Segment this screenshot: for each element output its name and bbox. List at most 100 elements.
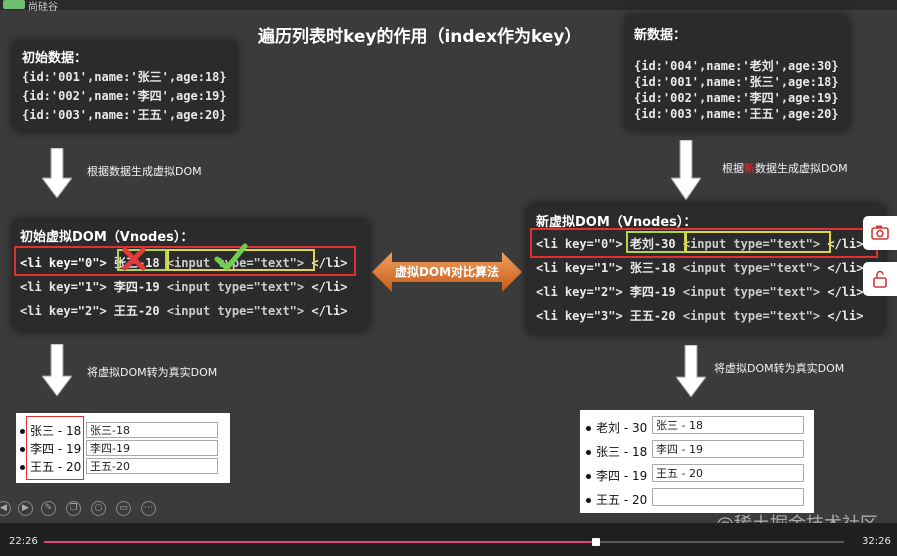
vnode-open-tag: <li key="3"> [536, 309, 630, 323]
vnode-row: <li key="2"> 王五-20 <input type="text"> <… [20, 302, 347, 319]
vnode-row: <li key="1"> 张三-18 <input type="text"> <… [536, 259, 863, 276]
list-item-label: 李四 - 19 [30, 442, 82, 456]
list-item-label: 张三 - 18 [596, 445, 648, 459]
list-item-input[interactable] [86, 440, 218, 456]
progress-played [44, 541, 596, 543]
vnode-text: 李四-19 [629, 285, 676, 299]
list-item-input[interactable] [86, 458, 218, 474]
caption-generate-initial: 根据数据生成虚拟DOM [87, 165, 202, 178]
bullet [586, 450, 591, 455]
more-button[interactable]: ⋯ [141, 501, 156, 516]
vnode-close-tag: </li> [820, 309, 864, 323]
vnode-input: <input type="text"> [166, 280, 305, 294]
next-slide-button[interactable]: ▶ [18, 501, 33, 516]
check-icon [214, 243, 248, 271]
vnode-input: <input type="text"> [682, 309, 821, 323]
initial-vdom-title: 初始虚拟DOM（Vnodes）： [20, 230, 194, 245]
list-item: 李四 - 19 [20, 440, 81, 457]
vnode-input: <input type="text"> [682, 237, 821, 251]
progress-knob[interactable] [592, 538, 600, 546]
list-item-input[interactable] [86, 422, 218, 438]
new-vdom-title: 新虚拟DOM（Vnodes）： [536, 215, 697, 230]
prev-slide-button[interactable]: ◀ [0, 501, 11, 516]
unlock-button[interactable] [863, 262, 897, 296]
list-item: 老刘 - 30 [586, 419, 647, 436]
vnode-input: <input type="text"> [682, 285, 821, 299]
list-item-input[interactable] [652, 488, 804, 506]
new-data-row: {id:'001',name:'张三',age:18} [634, 75, 839, 89]
list-item: 王五 - 20 [586, 491, 647, 508]
screen-icon: ▭ [119, 503, 128, 513]
vnode-row: <li key="0"> 老刘-30 <input type="text"> <… [536, 235, 863, 252]
video-player-bar: 22:26 32:26 [0, 523, 897, 556]
highlight-labels-box [26, 416, 84, 480]
list-item-input[interactable] [652, 464, 804, 482]
initial-data-row: {id:'003',name:'王五',age:20} [22, 108, 227, 122]
progress-track[interactable] [44, 538, 844, 546]
prev-icon: ◀ [0, 503, 7, 513]
vnode-open-tag: <li key="1"> [536, 261, 630, 275]
vnode-row: <li key="2"> 李四-19 <input type="text"> <… [536, 283, 863, 300]
initial-data-panel: 初始数据： {id:'001',name:'张三',age:18} {id:'0… [14, 42, 236, 130]
new-data-row: {id:'003',name:'王五',age:20} [634, 107, 839, 121]
new-data-row: {id:'004',name:'老刘',age:30} [634, 59, 839, 73]
list-item-input[interactable] [652, 416, 804, 434]
slide: 尚硅谷 遍历列表时key的作用（index作为key） 初始数据： {id:'0… [0, 0, 897, 535]
vnode-row: <li key="0"> 张三-18 <input type="text"> <… [20, 254, 347, 271]
list-item-label: 老刘 - 30 [596, 421, 648, 435]
slide-controls: ◀ ▶ ✎ ❐ ○ ▭ ⋯ [0, 496, 200, 522]
double-arrow-icon [372, 252, 522, 292]
new-data-panel: 新数据： {id:'004',name:'老刘',age:30} {id:'00… [626, 17, 848, 129]
highlight-input-box [685, 231, 831, 253]
more-icon: ⋯ [144, 503, 153, 513]
vnode-close-tag: </li> [820, 261, 864, 275]
cross-icon [122, 247, 146, 271]
vnode-input: <input type="text"> [166, 256, 305, 270]
list-item: 李四 - 19 [586, 467, 647, 484]
vnode-open-tag: <li key="1"> [20, 280, 114, 294]
highlight-text-box [626, 231, 686, 253]
real-dom-initial: 张三 - 18 李四 - 19 王五 - 20 [16, 413, 230, 483]
real-dom-new: 老刘 - 30 张三 - 18 李四 - 19 王五 - 20 [580, 410, 814, 513]
list-item-label: 王五 - 20 [596, 493, 648, 507]
brand-name: 尚硅谷 [28, 2, 58, 13]
list-item-label: 李四 - 19 [596, 469, 648, 483]
caption-to-real-new: 将虚拟DOM转为真实DOM [714, 362, 845, 375]
vnode-text: 李四-19 [113, 280, 160, 294]
list-item: 张三 - 18 [20, 422, 81, 439]
vnode-text: 王五-20 [629, 309, 676, 323]
bullet [20, 447, 25, 452]
new-data-row: {id:'002',name:'李四',age:19} [634, 91, 839, 105]
list-item-input[interactable] [652, 440, 804, 458]
new-vdom-panel: 新虚拟DOM（Vnodes）： <li key="0"> 老刘-30 <inpu… [528, 205, 884, 333]
zoom-button[interactable]: ○ [91, 501, 106, 516]
list-item: 张三 - 18 [586, 443, 647, 460]
vnode-text: 张三-18 [629, 261, 676, 275]
pen-button[interactable]: ✎ [41, 501, 56, 516]
vnode-input: <input type="text"> [682, 261, 821, 275]
vnode-open-tag: <li key="2"> [20, 304, 114, 318]
caption-new-mark: 新 [744, 162, 755, 175]
arrow-down-icon [671, 140, 701, 200]
total-time: 32:26 [862, 536, 891, 547]
initial-data-title: 初始数据： [22, 51, 88, 66]
vnode-row: <li key="3"> 王五-20 <input type="text"> <… [536, 307, 863, 324]
vnode-close-tag: </li> [304, 256, 348, 270]
vnode-open-tag: <li key="2"> [536, 285, 630, 299]
pen-icon: ✎ [44, 503, 53, 513]
vnode-open-tag: <li key="0"> [20, 256, 114, 270]
current-time: 22:26 [9, 536, 38, 547]
list-item-label: 张三 - 18 [30, 424, 82, 438]
caption-text: 根据 [722, 162, 744, 175]
screenshot-button[interactable] [863, 216, 897, 250]
bullet [20, 465, 25, 470]
vnode-text: 老刘-30 [629, 237, 676, 251]
vnode-open-tag: <li key="0"> [536, 237, 630, 251]
diff-arrow: 虚拟DOM对比算法 [372, 252, 522, 292]
screen-button[interactable]: ▭ [116, 501, 131, 516]
vnode-text: 王五-20 [113, 304, 160, 318]
copy-icon: ❐ [69, 503, 78, 513]
vnode-close-tag: </li> [820, 285, 864, 299]
vnode-row: <li key="1"> 李四-19 <input type="text"> <… [20, 278, 347, 295]
copy-button[interactable]: ❐ [66, 501, 81, 516]
